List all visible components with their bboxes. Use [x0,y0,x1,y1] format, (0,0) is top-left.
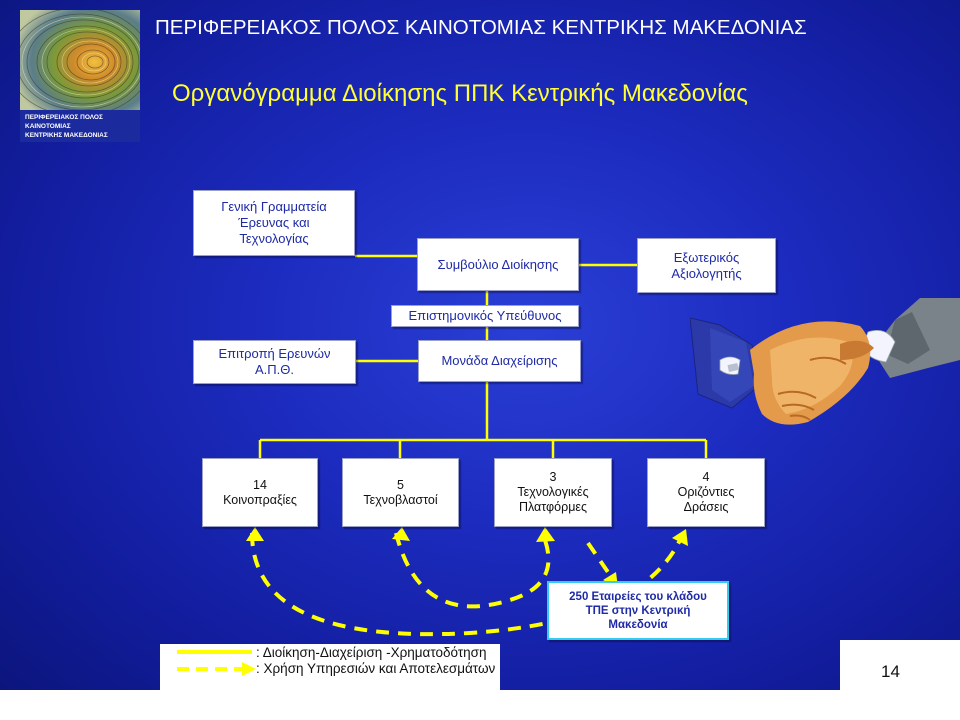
slide-subtitle: Οργανόγραμμα Διοίκησης ΠΠΚ Κεντρικής Μακ… [172,80,748,107]
box-board: Συμβούλιο Διοίκησης [417,238,579,291]
box-unit-tech-platforms: 3 Τεχνολογικές Πλατφόρμες [494,458,612,527]
legend-solid-label: : Διοίκηση-Διαχείριση -Χρηματοδότηση [256,645,487,660]
rpi-logo: ΠΕΡΙΦΕΡΕΙΑΚΟΣ ΠΟΛΟΣ ΚΑΙΝΟΤΟΜΙΑΣ ΚΕΝΤΡΙΚΗ… [20,10,140,142]
page-number: 14 [881,662,900,681]
box-ict-companies: 250 Εταιρείες του κλάδου ΤΠΕ στην Κεντρι… [547,581,729,640]
box-research-committee: Επιτροπή Ερευνών Α.Π.Θ. [193,340,356,384]
box-scientific-lead: Επιστημονικός Υπεύθυνος [391,305,579,327]
arrow-head-unit-1 [246,527,264,541]
slide-title: ΠΕΡΙΦΕΡΕΙΑΚΟΣ ΠΟΛΟΣ ΚΑΙΝΟΤΟΜΙΑΣ ΚΕΝΤΡΙΚΗ… [155,16,807,39]
arrow-head-unit-4 [672,529,688,546]
dashed-path-firms [586,541,614,580]
box-unit-spinoffs: 5 Τεχνοβλαστοί [342,458,459,527]
box-unit-horizontal-actions: 4 Οριζόντιες Δράσεις [647,458,765,527]
box-management-unit: Μονάδα Διαχείρισης [418,340,581,382]
box-unit-joint-ventures: 14 Κοινοπραξίες [202,458,318,527]
swirl-logo-icon [20,10,140,110]
handshake-illustration [690,298,960,425]
legend-swatches [177,650,256,676]
legend-dashed-label: : Χρήση Υπηρεσιών και Αποτελεσμάτων [256,661,496,676]
arrow-head-unit-3 [536,527,555,542]
box-external-evaluator: Εξωτερικός Αξιολογητής [637,238,776,293]
arrow-head-unit-2 [392,527,410,541]
dashed-path-inner [394,532,551,609]
page-number-panel [840,640,960,720]
logo-caption: ΠΕΡΙΦΕΡΕΙΑΚΟΣ ΠΟΛΟΣ ΚΑΙΝΟΤΟΜΙΑΣ ΚΕΝΤΡΙΚΗ… [20,110,140,142]
legend-dashed-arrow-icon [242,662,256,676]
box-gsrt: Γενική Γραμματεία Έρευνας και Τεχνολογία… [193,190,355,256]
